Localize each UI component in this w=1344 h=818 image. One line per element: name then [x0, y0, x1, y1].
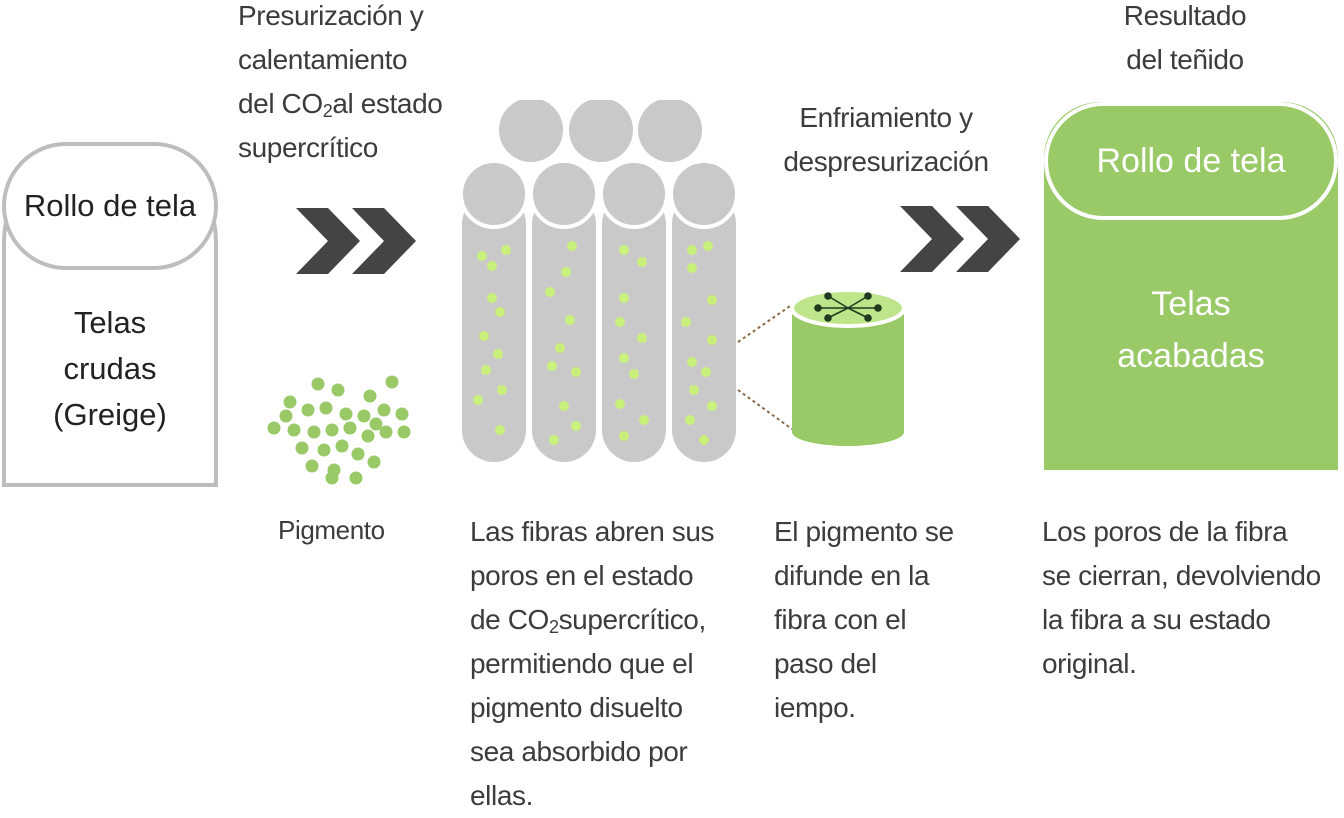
step2-line-2: despresurización — [783, 146, 989, 177]
fibers-desc-line-4: permitiendo que el — [470, 648, 694, 679]
raw-roll-line-2: crudas — [63, 351, 157, 386]
step1-line-2: calentamiento — [238, 44, 408, 75]
fiber-bundle-icon — [459, 100, 739, 462]
fiber-desc-line-3: fibra con el — [774, 604, 907, 635]
step2-line-1: Enfriamiento y — [799, 102, 973, 133]
result-desc-line-3: la fibra a su estado — [1042, 604, 1271, 635]
raw-roll-line-1: Telas — [73, 305, 147, 340]
fiber-desc-line-1: El pigmento se — [774, 516, 954, 547]
step1-line-3-sub: 2 — [322, 101, 333, 121]
step1-line-4: supercrítico — [238, 132, 378, 163]
fiber-desc-line-2: difunde en la — [774, 560, 930, 591]
pigment-label: Pigmento — [278, 515, 385, 545]
finished-roll-cap: Rollo de tela — [1044, 102, 1338, 220]
step1-line-3a: del CO — [238, 88, 323, 119]
finished-roll-body: Telas acabadas — [1044, 278, 1338, 382]
fibers-desc-line-3-sub: 2 — [548, 617, 559, 637]
finished-roll-line-1: Telas — [1151, 285, 1231, 323]
fibers-description: Las fibras abren sus poros en el estado … — [470, 510, 760, 818]
result-desc-line-1: Los poros de la fibra — [1042, 516, 1288, 547]
fibers-desc-line-5: pigmento disuelto — [470, 692, 683, 723]
result-title-line-2: del teñido — [1126, 44, 1244, 75]
fiber-description: El pigmento se difunde en la fibra con e… — [774, 510, 1004, 730]
fiber-desc-line-4: paso del — [774, 648, 877, 679]
fibers-desc-line-3a: de CO — [470, 604, 549, 635]
single-fiber-icon — [737, 288, 906, 446]
fibers-desc-line-2: poros en el estado — [470, 560, 694, 591]
step1-caption: Presurización y calentamiento del CO2al … — [238, 0, 538, 170]
fibers-desc-line-3b: supercrítico, — [558, 604, 707, 635]
fibers-desc-line-6: sea absorbido por — [470, 736, 688, 767]
finished-roll-cap-label: Rollo de tela — [1096, 141, 1286, 180]
fiber-desc-line-5: iempo. — [774, 692, 856, 723]
fibers-desc-line-3: de CO2supercrítico, — [470, 598, 760, 642]
fibers-desc-line-1: Las fibras abren sus — [470, 516, 715, 547]
finished-roll-line-2: acabadas — [1117, 337, 1265, 375]
result-desc-line-2: se cierran, devolviendo — [1042, 560, 1321, 591]
raw-roll-cap-label: Rollo de tela — [23, 188, 197, 223]
result-description: Los poros de la fibra se cierran, devolv… — [1042, 510, 1342, 686]
step1-line-3: del CO2al estado — [238, 82, 538, 126]
step1-line-1: Presurización y — [238, 0, 424, 31]
double-chevron-right-icon — [296, 208, 416, 274]
raw-roll-cap: Rollo de tela — [2, 142, 218, 270]
double-chevron-right-icon — [900, 206, 1020, 272]
step2-caption: Enfriamiento y despresurización — [756, 96, 1016, 184]
pigment-cluster-icon — [267, 375, 411, 485]
result-title-line-1: Resultado — [1123, 0, 1247, 31]
raw-roll-line-3: (Greige) — [53, 397, 167, 432]
fibers-desc-line-7: ellas. — [470, 780, 533, 811]
raw-roll-body: Telas crudas (Greige) — [6, 300, 214, 438]
step1-line-3b: al estado — [332, 88, 443, 119]
result-title: Resultado del teñido — [1090, 0, 1280, 82]
result-desc-line-4: original. — [1042, 648, 1137, 679]
